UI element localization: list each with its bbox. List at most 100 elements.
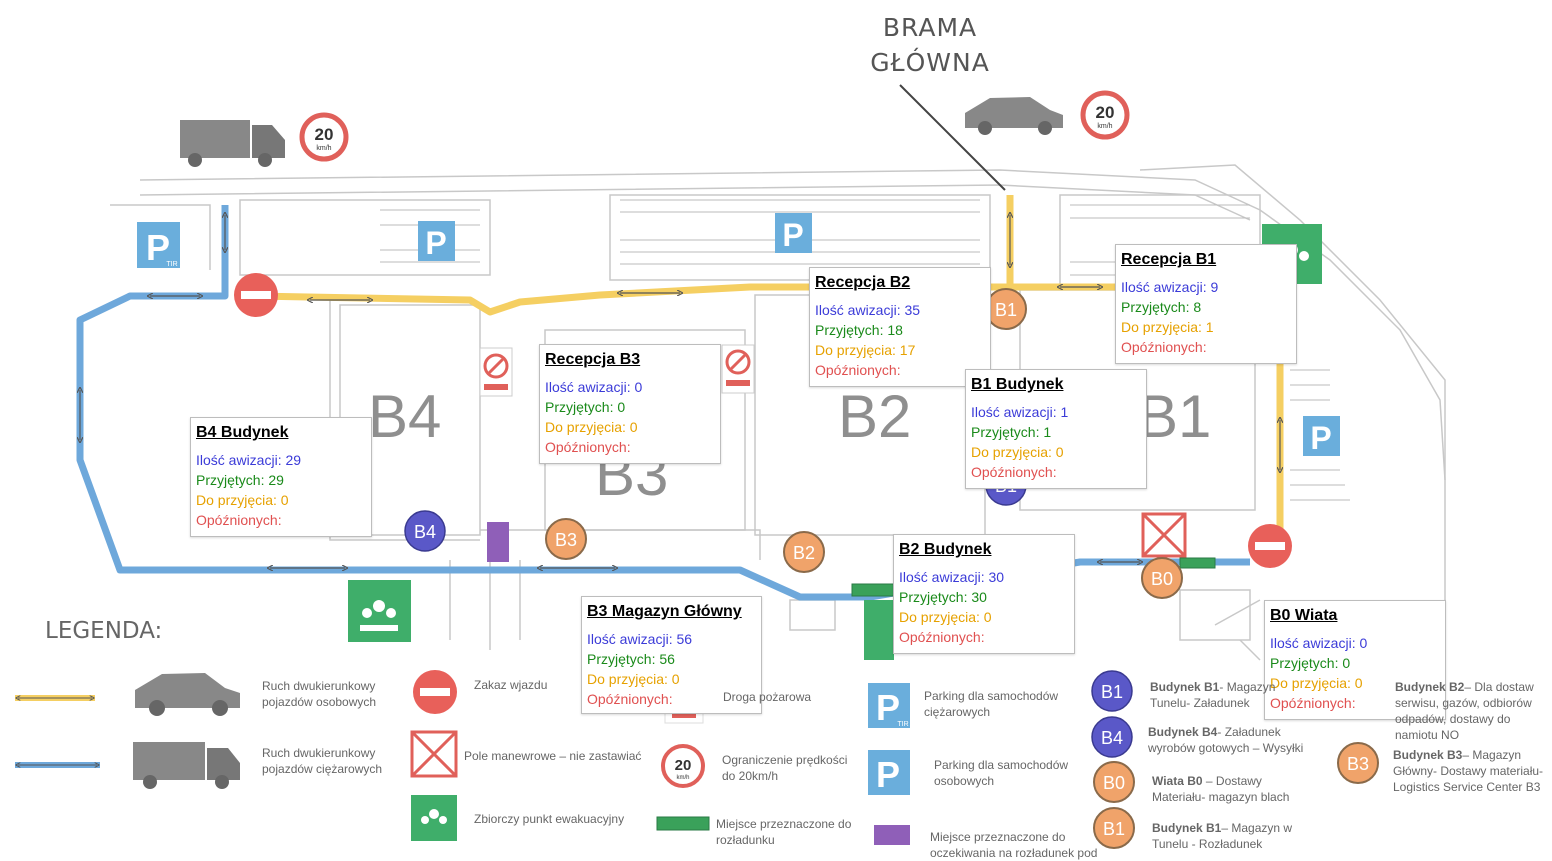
car-parking-sign-icon: P (775, 213, 812, 253)
panel-awizacji: Ilość awizacji: 30 (899, 569, 1005, 585)
main-gate-label: BRAMA GŁÓWNA (870, 13, 990, 77)
panel-do-przyjecia: Do przyjęcia: 0 (196, 492, 289, 508)
marker-b4[interactable]: B4 (404, 510, 446, 552)
panel-b3-magazyn[interactable]: B3 Magazyn Główny Ilość awizacji: 56 Prz… (581, 596, 762, 714)
panel-recepcja-b2[interactable]: Recepcja B2 Ilość awizacji: 35 Przyjętyc… (809, 267, 991, 387)
panel-opoznionych: Opóźnionych: (971, 464, 1057, 480)
panel-do-przyjecia: Do przyjęcia: 0 (587, 671, 680, 687)
legend-wait-unload: Miejsce przeznaczone do oczekiwania na r… (930, 830, 1098, 860)
panel-title: B2 Budynek (899, 541, 992, 558)
panel-recepcja-b1[interactable]: Recepcja B1 Ilość awizacji: 9 Przyjętych… (1115, 244, 1297, 364)
svg-text:20: 20 (315, 125, 334, 144)
panel-title: Recepcja B3 (545, 351, 641, 368)
panel-do-przyjecia: Do przyjęcia: 0 (899, 609, 992, 625)
panel-przyjetych: Przyjętych: 0 (1270, 655, 1351, 671)
gate-pointer (899, 84, 1006, 191)
svg-text:20: 20 (1096, 103, 1115, 122)
panel-przyjetych: Przyjętych: 56 (587, 651, 675, 667)
svg-text:B4: B4 (1101, 728, 1123, 748)
svg-text:P: P (425, 225, 446, 261)
panel-b2-budynek[interactable]: B2 Budynek Ilość awizacji: 30 Przyjętych… (893, 534, 1075, 654)
no-entry-sign-icon (1248, 524, 1292, 568)
legend-unload: Miejsce przeznaczone do rozładunku (716, 817, 852, 847)
panel-przyjetych: Przyjętych: 18 (815, 322, 903, 338)
panel-przyjetych: Przyjętych: 8 (1121, 299, 1202, 315)
legend-fire-road: Droga pożarowa (723, 690, 812, 704)
panel-awizacji: Ilość awizacji: 29 (196, 452, 302, 468)
panel-awizacji: Ilość awizacji: 9 (1121, 279, 1219, 295)
maneuver-field-icon (1141, 512, 1187, 558)
svg-text:20: 20 (675, 757, 692, 774)
svg-text:km/h: km/h (676, 775, 689, 781)
truck-parking-sign-icon: P TIR (137, 222, 180, 268)
svg-text:B1: B1 (1101, 682, 1123, 702)
panel-b0-wiata[interactable]: B0 Wiata Ilość awizacji: 0 Przyjętych: 0… (1264, 600, 1446, 720)
car-icon (965, 97, 1063, 135)
panel-title: B0 Wiata (1270, 607, 1338, 624)
svg-text:TIR: TIR (166, 261, 177, 268)
legend-truck-parking: Parking dla samochodów ciężarowych (924, 689, 1059, 719)
fire-road-sign-icon (721, 344, 755, 394)
building-b4-label: B4 (368, 383, 441, 450)
panel-b4-budynek[interactable]: B4 Budynek Ilość awizacji: 29 Przyjętych… (190, 417, 372, 537)
legend-evacuation: Zbiorczy punkt ewakuacyjny (474, 812, 625, 826)
panel-awizacji: Ilość awizacji: 35 (815, 302, 921, 318)
panel-title: Recepcja B2 (815, 274, 911, 291)
svg-text:B3: B3 (1347, 754, 1369, 774)
panel-przyjetych: Przyjętych: 1 (971, 424, 1052, 440)
legend-b1-a: Budynek B1- Magazyn Tunelu- Załadunek (1150, 680, 1276, 710)
legend-no-entry: Zakaz wjazdu (474, 678, 548, 692)
marker-b3[interactable]: B3 (545, 518, 587, 560)
legend-b3: Budynek B3– Magazyn Główny- Dostawy mate… (1393, 748, 1544, 794)
svg-text:B1: B1 (995, 300, 1017, 320)
panel-opoznionych: Opóźnionych: (1121, 339, 1207, 355)
panel-title: B1 Budynek (971, 376, 1064, 393)
svg-text:B0: B0 (1151, 569, 1173, 589)
panel-title: B4 Budynek (196, 424, 289, 441)
building-b2-label: B2 (838, 383, 911, 450)
panel-do-przyjecia: Do przyjęcia: 0 (971, 444, 1064, 460)
car-parking-sign-icon: P (418, 221, 455, 261)
svg-text:B3: B3 (555, 530, 577, 550)
panel-awizacji: Ilość awizacji: 56 (587, 631, 693, 647)
panel-przyjetych: Przyjętych: 0 (545, 399, 626, 415)
legend-car-traffic: Ruch dwukierunkowy pojazdów osobowych (262, 679, 377, 709)
unloading-spot (1179, 557, 1216, 569)
panel-opoznionych: Opóźnionych: (1270, 695, 1356, 711)
marker-b2[interactable]: B2 (783, 531, 825, 573)
panel-b1-budynek[interactable]: B1 Budynek Ilość awizacji: 1 Przyjętych:… (965, 369, 1147, 489)
svg-text:B4: B4 (414, 522, 436, 542)
marker-b1-orange[interactable]: B1 (985, 288, 1027, 330)
legend-b0: Wiata B0 – Dostawy Materiału- magazyn bl… (1152, 774, 1290, 804)
panel-do-przyjecia: Do przyjęcia: 1 (1121, 319, 1214, 335)
unloading-spot (851, 583, 895, 597)
svg-text:P: P (782, 217, 803, 253)
svg-text:km/h: km/h (316, 145, 331, 152)
no-entry-sign-icon (234, 273, 278, 317)
panel-recepcja-b3[interactable]: Recepcja B3 Ilość awizacji: 0 Przyjętych… (539, 344, 721, 464)
svg-text:km/h: km/h (1097, 123, 1112, 130)
evacuation-point-icon (348, 580, 411, 642)
panel-awizacji: Ilość awizacji: 0 (545, 379, 643, 395)
panel-do-przyjecia: Do przyjęcia: 17 (815, 342, 916, 358)
panel-opoznionych: Opóźnionych: (587, 691, 673, 707)
direction-arrows (80, 215, 1280, 568)
legend-b2: Budynek B2– Dla dostaw serwisu, gazów, o… (1395, 680, 1534, 742)
speed-limit-sign-icon: 20 km/h (1080, 90, 1130, 140)
waiting-spot (487, 522, 509, 562)
panel-title: Recepcja B1 (1121, 251, 1217, 268)
legend-speed: Ograniczenie prędkości do 20km/h (722, 753, 848, 783)
panel-title: B3 Magazyn Główny (587, 603, 742, 620)
svg-text:P: P (876, 754, 900, 795)
svg-text:B2: B2 (793, 543, 815, 563)
panel-awizacji: Ilość awizacji: 1 (971, 404, 1069, 420)
car-parking-sign-icon: P (1303, 416, 1340, 456)
legend-b4: Budynek B4- Załadunek wyrobów gotowych –… (1148, 725, 1304, 755)
legend-title: LEGENDA: (45, 618, 163, 644)
panel-opoznionych: Opóźnionych: (196, 512, 282, 528)
panel-opoznionych: Opóźnionych: (815, 362, 901, 378)
evacuation-point-icon (864, 600, 894, 660)
truck-icon (180, 120, 285, 167)
marker-b0[interactable]: B0 (1141, 557, 1183, 599)
legend-maneuver: Pole manewrowe – nie zastawiać (464, 749, 642, 763)
